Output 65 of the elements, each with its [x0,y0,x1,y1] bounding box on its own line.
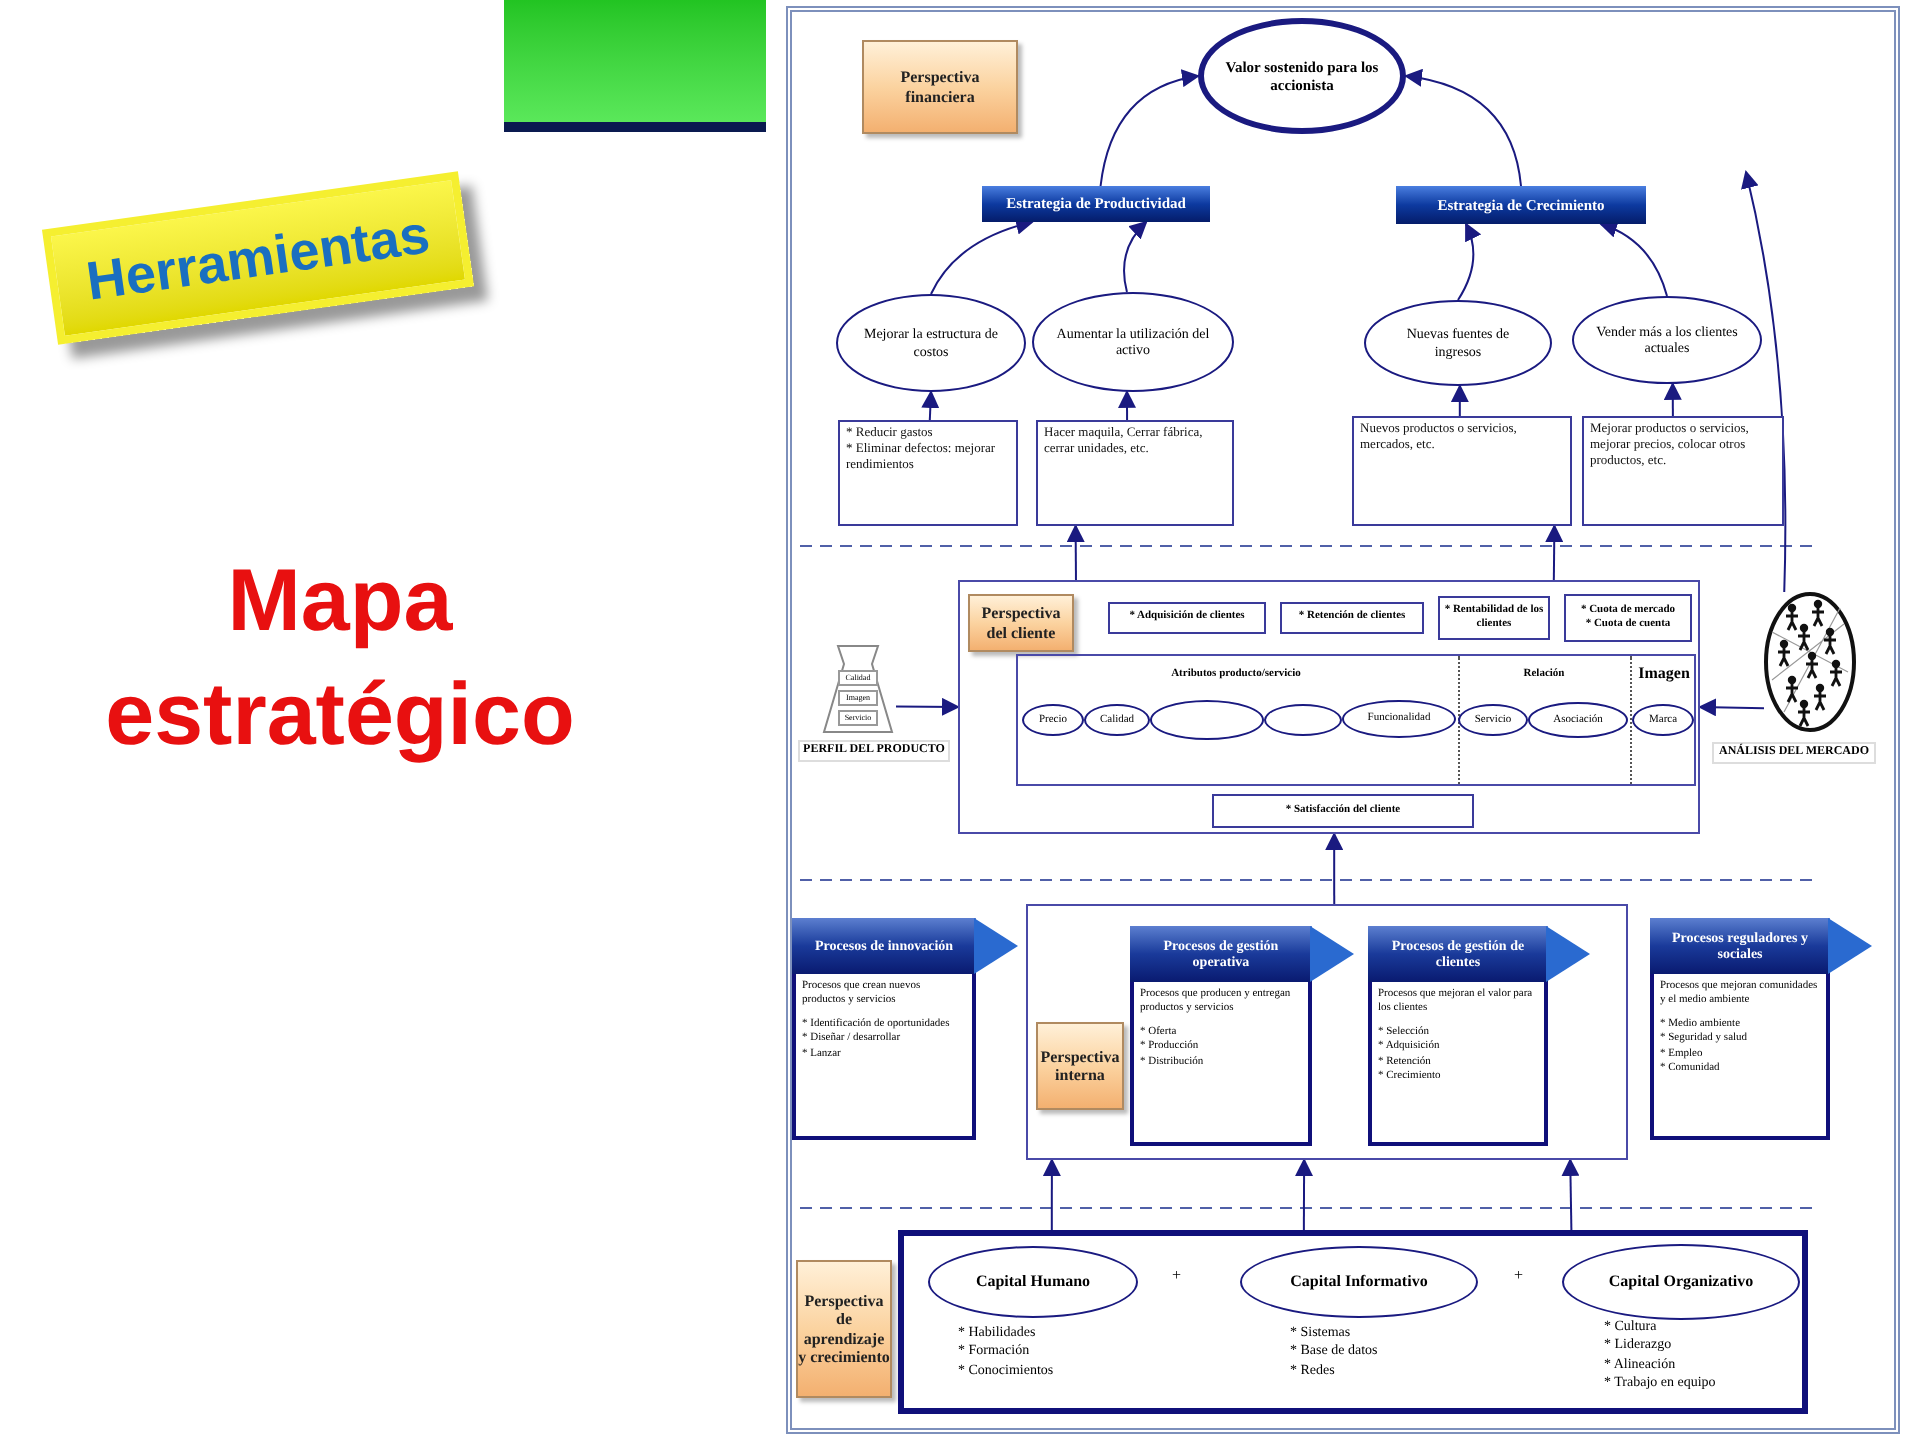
perspective-label: Perspectiva del cliente [979,604,1063,642]
attribute-ellipse [1084,704,1150,736]
arrow [930,217,1035,295]
metric-box [1564,594,1692,642]
ellipse-text: Capital Informativo [1288,1272,1430,1292]
strategy-banner [1396,186,1646,224]
arrow [1740,170,1787,593]
arrow [1295,1158,1314,1231]
note-box [1352,416,1572,526]
arrow [1457,222,1481,301]
arrow [1599,220,1668,297]
crowd-drawing [1764,592,1856,732]
objective-ellipse [1562,1244,1800,1320]
attribute-ellipse [1458,704,1528,736]
arrow [1099,70,1200,187]
perspective-box [968,594,1074,652]
plus-sign: + [1514,1264,1524,1288]
attribute-ellipse [1264,704,1342,736]
capital-box [898,1230,1808,1414]
metric-box [1280,602,1424,634]
perspective-frame [1026,904,1628,1160]
process-card [1368,926,1590,1146]
arrow [1123,220,1148,294]
arrow [1066,524,1085,581]
arrow [1325,832,1344,905]
ellipse-text: Capital Humano [973,1272,1093,1292]
arrow [895,697,960,716]
flask-drawing [820,642,896,734]
attribute-ellipse [1022,704,1084,736]
arrow [1545,524,1564,581]
group-heading: Imagen [1636,662,1692,686]
attribute-ellipse [1632,704,1694,736]
arrow [1698,698,1765,717]
process-card [792,918,1018,1140]
perspective-box [1036,1022,1124,1110]
arrow [1561,1158,1580,1231]
strategy-banner [982,186,1210,222]
process-card [1130,926,1354,1146]
ellipse-text: Capital Organizativo [1606,1272,1756,1292]
category-tag: Herramientas [41,171,475,345]
perspective-box [796,1260,892,1398]
arrow [921,390,940,421]
perspective-label: Perspectiva interna [1038,1047,1122,1085]
arrow [1042,1158,1061,1231]
metric-box [1212,794,1474,828]
note-box [1582,416,1784,526]
attribute-ellipse [1528,702,1628,738]
perspective-frame [958,580,1700,834]
arrow [1663,381,1682,417]
process-card [1650,918,1872,1140]
perspective-label: Perspectiva financiera [898,68,982,106]
metric-box [1438,596,1550,640]
attributes-box [1016,654,1696,786]
arrow [1118,389,1136,421]
arrow [1404,69,1522,187]
plus-sign: + [1172,1264,1182,1288]
note-box [838,420,1018,526]
arrow [1450,384,1469,417]
slide-title: Mapa estratégico [103,550,577,769]
perspective-label: Perspectiva de aprendizaje y crecimiento [798,1292,890,1366]
perspective-box [862,40,1018,134]
attribute-ellipse [1150,700,1264,740]
metric-box [1108,602,1266,634]
attribute-ellipse [1342,700,1456,738]
note-box [1036,420,1234,526]
